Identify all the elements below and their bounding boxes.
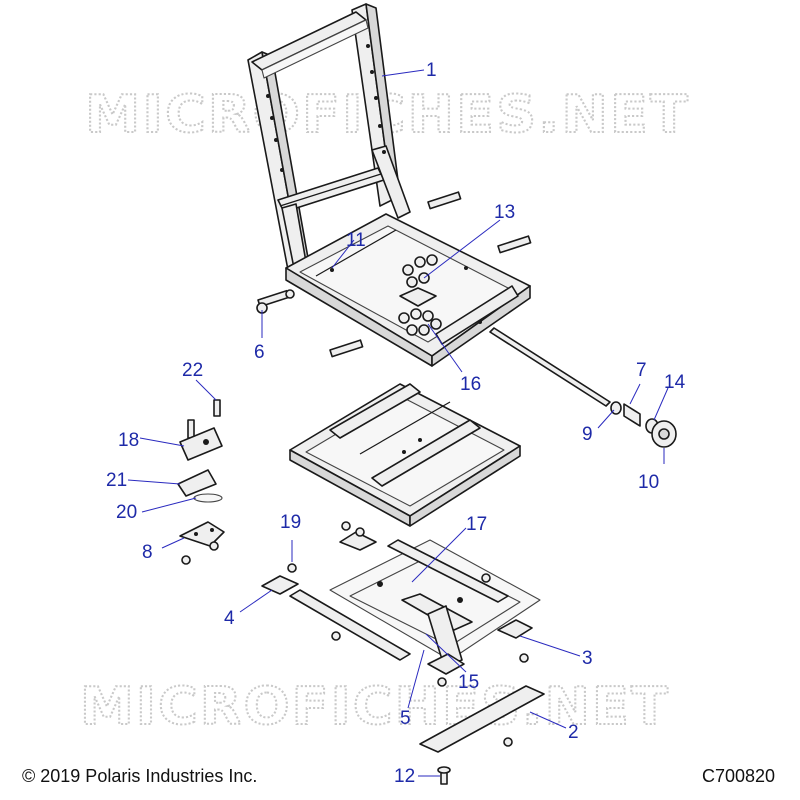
callout-2: 2 [568,722,579,743]
callout-19: 19 [280,512,301,533]
callout-1: 1 [426,60,437,81]
seat-slider-frame [289,383,521,527]
callout-21: 21 [106,470,127,491]
callout-18: 18 [118,430,139,451]
callout-13: 13 [494,202,515,223]
callout-labels: 1 2 3 4 5 6 7 8 9 10 11 12 13 14 15 16 1… [106,60,686,787]
callout-15: 15 [458,672,479,693]
callout-6: 6 [254,342,265,363]
callout-5: 5 [400,708,411,729]
copyright-text: © 2019 Polaris Industries Inc. [22,766,257,786]
callout-8: 8 [142,542,153,563]
leader-lines [127,69,669,777]
seat-back-frame [247,3,411,271]
callout-17: 17 [466,514,487,535]
adjuster-rod-assembly [489,327,677,448]
seat-base-frame [285,213,531,367]
callout-22: 22 [182,360,203,381]
frame-bolts [256,191,532,358]
slide-rails [261,531,533,675]
rail-bar-2 [419,685,545,753]
mounting-plate [329,539,541,661]
callout-9: 9 [582,424,593,445]
callout-12: 12 [394,766,415,787]
callout-11: 11 [346,230,366,251]
small-fasteners [287,521,529,785]
callout-4: 4 [224,608,235,629]
callout-10: 10 [638,472,659,493]
callout-20: 20 [116,502,137,523]
left-side-parts [177,399,225,565]
drawing-code: C700820 [702,766,775,786]
callout-14: 14 [664,372,686,393]
hardware-cluster [398,254,442,336]
callout-16: 16 [460,374,481,395]
watermark-bottom: MICROFICHES.NET [80,677,670,737]
callout-7: 7 [636,360,647,381]
callout-3: 3 [582,648,593,669]
